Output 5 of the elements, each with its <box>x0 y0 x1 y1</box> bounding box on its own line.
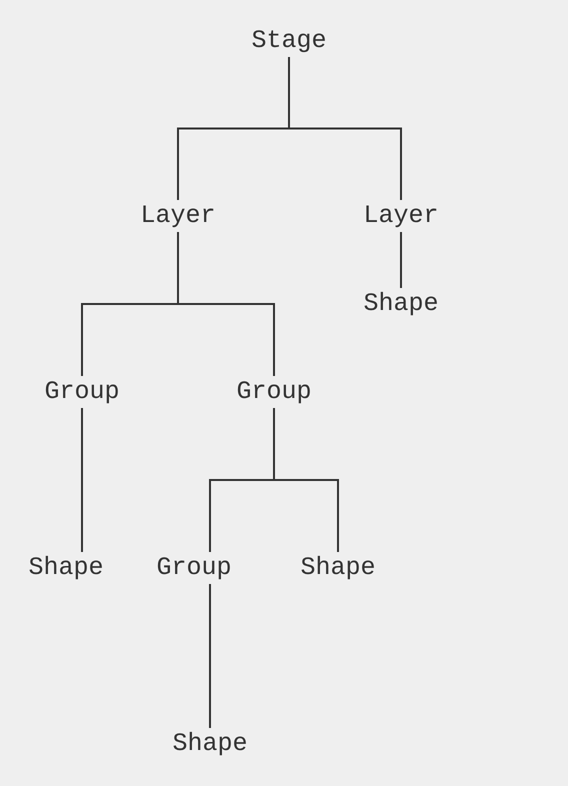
connector-line <box>209 584 211 728</box>
connector-line <box>177 232 275 376</box>
connector-line <box>400 232 402 288</box>
connector-line <box>273 408 339 552</box>
connector-line <box>81 408 83 552</box>
